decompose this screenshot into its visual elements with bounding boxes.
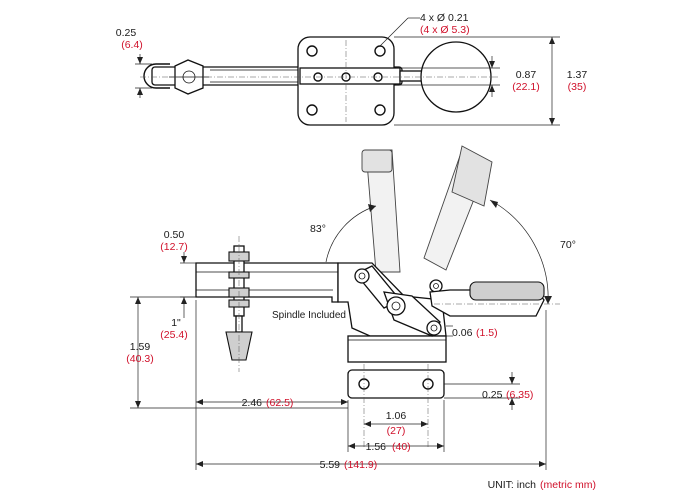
reach-in: 2.46 bbox=[242, 397, 263, 409]
base-thickness-mm: (1.5) bbox=[476, 327, 498, 339]
mount-hole bbox=[306, 45, 318, 57]
base-length-mm: (40) bbox=[392, 441, 411, 453]
hole-count-in: 4 x Ø 0.21 bbox=[420, 12, 469, 24]
arm-thickness-mm: (12.7) bbox=[160, 241, 187, 253]
unit-metric: (metric mm) bbox=[540, 479, 596, 491]
bottom-base-plate bbox=[347, 369, 445, 399]
pad-width-in: 0.87 bbox=[516, 69, 537, 81]
arm-thickness-in: 0.50 bbox=[164, 229, 185, 241]
hole-spacing-mm: (27) bbox=[387, 425, 406, 437]
spindle-label: Spindle Included bbox=[272, 310, 346, 321]
spindle-travel-in: 1" bbox=[171, 317, 181, 329]
clamp-arm bbox=[195, 262, 339, 303]
offset-mm: (6.4) bbox=[121, 39, 143, 51]
side-view bbox=[130, 145, 560, 409]
base-length-in: 1.56 bbox=[366, 441, 387, 453]
height-in: 1.59 bbox=[130, 341, 151, 353]
hole-spacing-in: 1.06 bbox=[386, 410, 407, 422]
slot-offset-mm: (6.35) bbox=[506, 389, 533, 401]
base-view bbox=[195, 300, 547, 470]
overall-width-mm: (35) bbox=[568, 81, 587, 93]
top-handle-loop bbox=[143, 63, 170, 89]
reach-mm: (62.5) bbox=[266, 397, 293, 409]
overall-length-in: 5.59 bbox=[320, 459, 341, 471]
spindle-travel-mm: (25.4) bbox=[160, 329, 187, 341]
hole-count-mm: (4 x Ø 5.3) bbox=[420, 24, 470, 36]
mount-hole bbox=[306, 104, 318, 116]
overall-length-mm: (141.9) bbox=[344, 459, 377, 471]
top-view bbox=[135, 17, 560, 126]
overall-width-in: 1.37 bbox=[567, 69, 588, 81]
slot-offset-in: 0.25 bbox=[482, 389, 503, 401]
pad-width-mm: (22.1) bbox=[512, 81, 539, 93]
offset-in: 0.25 bbox=[116, 27, 137, 39]
open-angle: 83° bbox=[310, 223, 326, 235]
mount-hole bbox=[374, 104, 386, 116]
unit-label: UNIT: inch bbox=[488, 479, 537, 491]
closed-handle-grip bbox=[469, 281, 545, 301]
handle-angle: 70° bbox=[560, 239, 576, 251]
base-thickness-in: 0.06 bbox=[452, 327, 473, 339]
height-mm: (40.3) bbox=[126, 353, 153, 365]
